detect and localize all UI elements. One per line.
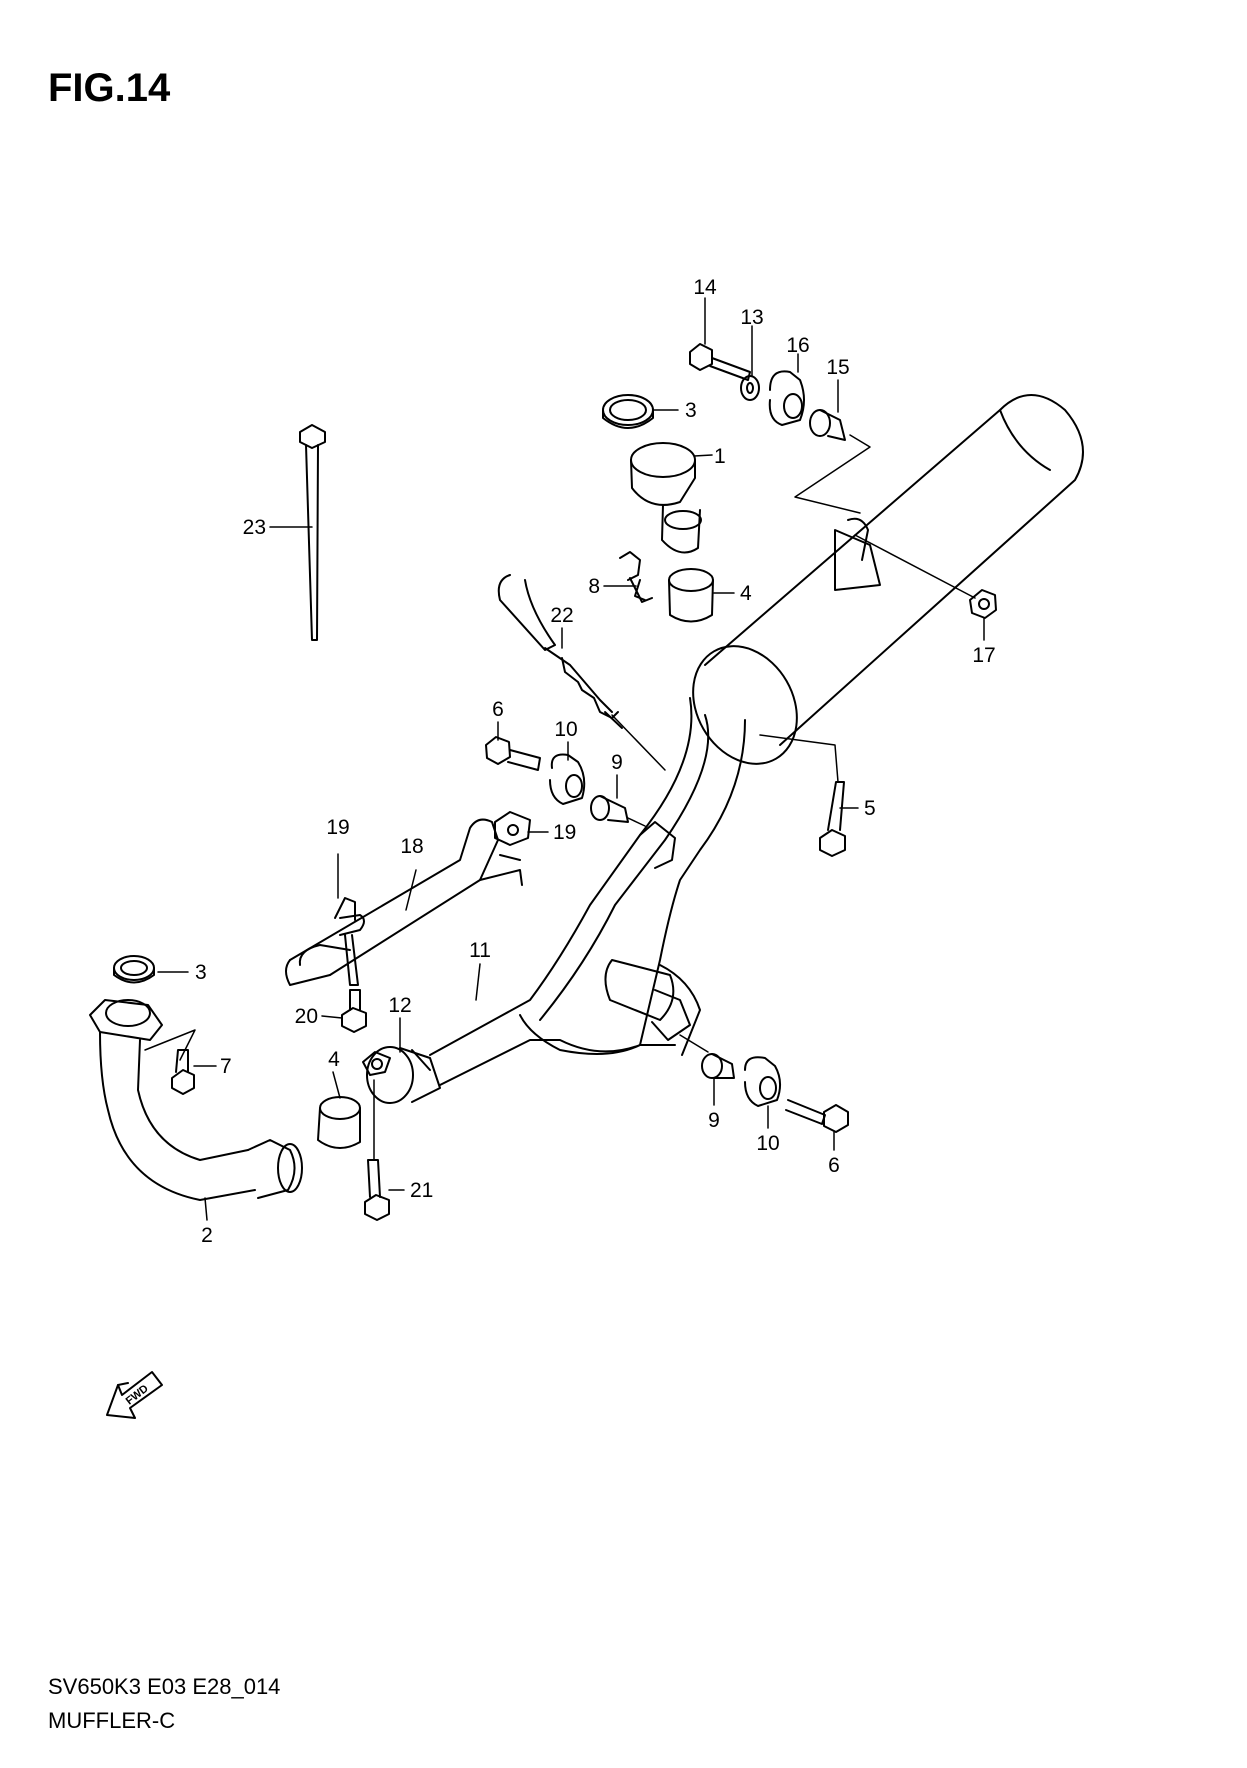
callout-10-upper: 10 [554,718,577,741]
callout-9-lower: 9 [708,1109,720,1132]
callout-21: 21 [410,1179,433,1202]
washer-9-upper [590,795,629,823]
bolt-14 [689,343,751,381]
inlet-pipe [630,442,702,554]
callout-1: 1 [714,445,726,468]
sleeve-lower [317,1096,361,1149]
bolt-6-upper [485,736,541,771]
band-clamp-19-right [494,811,531,846]
gasket-lower [113,955,155,984]
assembly-guide-line [759,734,839,783]
assembly-guide-line [794,434,871,514]
clamp-12 [362,1051,391,1076]
callout-20: 20 [295,1005,318,1028]
exhaust-pipe-front [89,999,303,1201]
bolt-8 [619,551,653,603]
callout-2: 2 [201,1224,213,1247]
assembly-guide-line [627,817,646,827]
bolt-21 [364,1159,390,1221]
callout-13: 13 [740,306,763,329]
gasket-top [602,394,654,429]
assembly-guide-line [611,714,666,771]
callout-11: 11 [469,939,491,962]
callout-15: 15 [826,356,849,379]
band-clamp-19-left [334,897,365,986]
connecting-pipe [429,697,746,1086]
forward-direction-arrow: FWD [106,1371,163,1419]
muffler-body [692,394,1084,765]
collar-15 [809,409,846,441]
callout-4-lower: 4 [328,1048,340,1071]
callout-19-right: 19 [553,821,576,844]
callout-22: 22 [550,604,573,627]
callout-8: 8 [588,575,600,598]
diagram-code: SV650K3 E03 E28_014 [48,1674,281,1699]
callout-labels: 14 13 16 15 3 1 23 8 4 22 17 6 10 9 5 19… [195,276,996,1247]
callout-14: 14 [693,276,717,299]
callout-18: 18 [400,835,423,858]
sleeve-top [668,568,714,623]
callout-3-top: 3 [685,399,697,422]
callout-3-lower: 3 [195,961,207,984]
grommet-16 [768,370,805,426]
collar-10-lower [744,1056,781,1107]
callout-23: 23 [243,516,266,539]
washer-13 [740,375,760,401]
callout-10-lower: 10 [756,1132,779,1155]
bolt-5 [819,781,846,857]
bolt-6-lower [785,1099,849,1133]
callout-6-upper: 6 [492,698,504,721]
pipe-outlet-end [366,1046,441,1104]
callout-4-top: 4 [740,582,752,605]
assembly-guide-line [679,1034,709,1053]
oxygen-sensor [497,574,623,729]
leader-lines [157,297,985,1221]
callout-9-upper: 9 [611,751,623,774]
bolt-20 [341,989,367,1033]
bolt-7 [171,1049,195,1095]
callout-7: 7 [220,1055,232,1078]
callout-6-lower: 6 [828,1154,840,1177]
assembly-guide-line [854,534,976,599]
callout-16: 16 [786,334,809,357]
figure-title: FIG.14 [48,66,171,110]
nut-17 [969,589,997,619]
callout-19-left: 19 [326,816,349,839]
tie-strap [299,424,326,641]
callout-5: 5 [864,797,876,820]
collar-10-upper [549,753,586,805]
callout-17: 17 [972,644,995,667]
callout-12: 12 [388,994,411,1017]
diagram-name: MUFFLER-C [48,1708,176,1733]
washer-9-lower [701,1053,735,1079]
